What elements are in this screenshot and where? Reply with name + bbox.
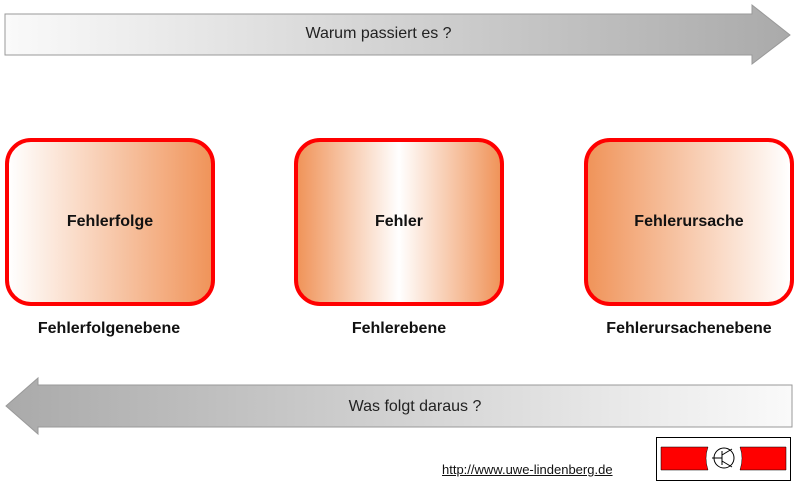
level-label: Fehlerfolgenebene — [37, 320, 181, 337]
top-arrow-label: Warum passiert es ? — [305, 25, 452, 42]
level-label: Fehlerursachenebene — [606, 320, 772, 337]
transistor-logo-icon — [656, 437, 791, 481]
bottom-arrow-label: Was folgt daraus ? — [348, 398, 482, 415]
box-title: Fehlerfolge — [66, 213, 154, 230]
box-title: Fehlerursache — [634, 213, 744, 230]
top-arrow — [4, 3, 791, 66]
box-fehlerursache: Fehlerursache — [584, 138, 794, 306]
box-fehler: Fehler — [294, 138, 504, 306]
box-fehlerfolge: Fehlerfolge — [5, 138, 215, 306]
box-title: Fehler — [374, 213, 423, 230]
website-link[interactable]: http://www.uwe-lindenberg.de — [442, 462, 613, 477]
bottom-arrow — [5, 376, 793, 436]
level-label: Fehlerebene — [351, 320, 447, 337]
